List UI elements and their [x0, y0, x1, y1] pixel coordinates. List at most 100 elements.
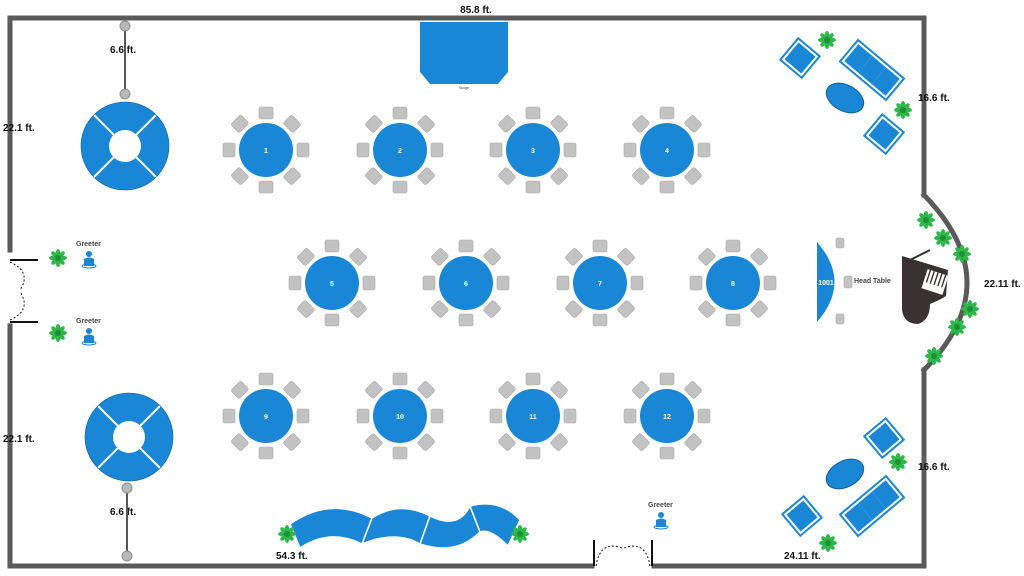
circular-sofa-lower: [84, 392, 174, 482]
round-table-6[interactable]: 6: [422, 239, 510, 327]
greeter-label-1: Greeter: [76, 241, 101, 248]
chair: [417, 115, 435, 133]
chair: [392, 180, 408, 194]
round-table-9[interactable]: 9: [222, 372, 310, 460]
chair: [617, 248, 635, 266]
chair: [632, 115, 650, 133]
bottom-double-door: [593, 540, 653, 567]
chair: [698, 248, 716, 266]
chair: [365, 433, 383, 451]
round-table-10[interactable]: 10: [356, 372, 444, 460]
greeter-label-3: Greeter: [648, 502, 673, 509]
chair: [222, 408, 236, 424]
dim-top: 85.8 ft.: [460, 5, 492, 16]
chair: [356, 142, 370, 158]
plant-icon: [49, 249, 67, 267]
greeter-2: Greeter: [76, 318, 101, 346]
chair: [498, 433, 516, 451]
chair: [258, 372, 274, 386]
greeter-person-icon: [81, 251, 97, 269]
dim-post-upper: 6.6 ft.: [110, 45, 136, 56]
chair: [349, 248, 367, 266]
plant-icon: [934, 229, 952, 247]
plant-icon: [889, 453, 907, 471]
chair: [750, 248, 768, 266]
chair: [392, 106, 408, 120]
chair: [689, 275, 703, 291]
chair: [417, 433, 435, 451]
table-number: 5: [330, 281, 334, 288]
chair: [288, 275, 302, 291]
plant-icon: [49, 324, 67, 342]
circular-sofa-upper: [80, 101, 170, 191]
table-number: 4: [665, 148, 669, 155]
chair: [392, 372, 408, 386]
chair: [725, 239, 741, 253]
chair: [659, 106, 675, 120]
chair: [297, 300, 315, 318]
chair: [550, 381, 568, 399]
table-number: 10: [396, 414, 404, 421]
chair: [431, 248, 449, 266]
chair: [498, 115, 516, 133]
round-table-12[interactable]: 12: [623, 372, 711, 460]
dim-left-lower: 22.1 ft.: [3, 434, 35, 445]
round-table-11[interactable]: 11: [489, 372, 577, 460]
head-table[interactable]: 1001 Head Table: [816, 237, 891, 325]
right-wall-arc: [920, 191, 970, 374]
chair: [563, 408, 577, 424]
dim-left-upper: 22.1 ft.: [3, 123, 35, 134]
chair: [556, 275, 570, 291]
chair: [632, 167, 650, 185]
chair: [550, 433, 568, 451]
round-table-1[interactable]: 1: [222, 106, 310, 194]
chair: [498, 381, 516, 399]
chair: [296, 142, 310, 158]
chair: [430, 142, 444, 158]
chair: [458, 313, 474, 327]
chair: [525, 372, 541, 386]
table-top: [305, 256, 359, 310]
table-top: [640, 123, 694, 177]
round-table-2[interactable]: 2: [356, 106, 444, 194]
chair: [750, 300, 768, 318]
dim-post-lower: 6.6 ft.: [110, 507, 136, 518]
chair: [483, 248, 501, 266]
table-number: 3: [531, 148, 535, 155]
round-table-7[interactable]: 7: [556, 239, 644, 327]
table-top: [239, 389, 293, 443]
chair: [684, 115, 702, 133]
plant-icon: [819, 534, 837, 552]
greeter-person-icon: [653, 512, 669, 530]
chair: [684, 433, 702, 451]
chair: [349, 300, 367, 318]
chair: [258, 446, 274, 460]
round-table-4[interactable]: 4: [623, 106, 711, 194]
stanchion-lower: [121, 482, 133, 562]
table-number: 2: [398, 148, 402, 155]
plant-icon: [818, 31, 836, 49]
left-double-door: [9, 259, 38, 323]
chair: [489, 142, 503, 158]
round-table-8[interactable]: 8: [689, 239, 777, 327]
plant-icon: [948, 318, 966, 336]
chair: [659, 372, 675, 386]
dim-bottom-right: 24.11 ft.: [784, 551, 821, 562]
lounge-upper-right: [778, 36, 906, 156]
round-table-5[interactable]: 5: [288, 239, 376, 327]
table-number: 6: [464, 281, 468, 288]
chair: [362, 275, 376, 291]
chair: [222, 142, 236, 158]
table-top: [239, 123, 293, 177]
plants: [49, 31, 979, 552]
round-table-3[interactable]: 3: [489, 106, 577, 194]
greeter-1: Greeter: [76, 241, 101, 269]
chair: [525, 446, 541, 460]
chair: [550, 115, 568, 133]
grand-piano-icon: [902, 249, 949, 324]
chair: [659, 180, 675, 194]
chair: [258, 180, 274, 194]
chair: [231, 167, 249, 185]
chair: [483, 300, 501, 318]
